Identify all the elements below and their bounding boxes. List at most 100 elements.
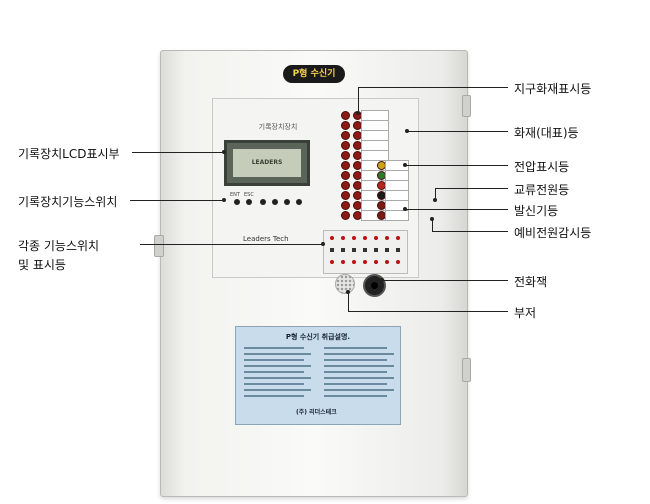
zone-fire-led (341, 131, 350, 140)
up-key[interactable] (284, 199, 290, 205)
led-row (323, 150, 411, 161)
led-row (323, 130, 411, 141)
function-switch[interactable] (341, 248, 345, 252)
bottom-hinge (462, 358, 471, 382)
leader-dot (222, 150, 226, 154)
leader-line (130, 200, 224, 201)
leader-line (358, 87, 359, 113)
leader-line (358, 87, 508, 88)
down-key[interactable] (296, 199, 302, 205)
manual-title: P형 수신기 취급설명. (285, 333, 351, 341)
esc-key[interactable] (246, 199, 252, 205)
manual-text-line (324, 347, 387, 349)
leader-dot (222, 198, 226, 202)
lcd-brand: LEADERS (233, 149, 301, 177)
leader-dot (321, 242, 325, 246)
leader-dot (403, 207, 407, 211)
leader-line (348, 311, 508, 312)
function-switch[interactable] (330, 248, 334, 252)
manual-text-line (324, 353, 394, 355)
leader-dot (405, 129, 409, 133)
leader-dot (430, 217, 434, 221)
callout-lcd: 기록장치LCD표시부 (18, 147, 120, 161)
function-led (363, 236, 367, 240)
leader-line (407, 131, 508, 132)
status-label-box (385, 210, 409, 221)
callout-voltage-led: 전압표시등 (514, 160, 570, 174)
led-row (323, 200, 411, 211)
zone-fire-led (341, 181, 350, 190)
callout-function-switch: 기록장치기능스위치 (18, 195, 118, 209)
function-led (396, 260, 400, 264)
leader-line (348, 292, 349, 311)
leader-dot (433, 198, 437, 202)
manual-text-line (244, 383, 304, 385)
ent-key[interactable] (234, 199, 240, 205)
function-switch[interactable] (363, 248, 367, 252)
manual-text-line (244, 389, 311, 391)
manual-text-line (244, 365, 311, 367)
led-row (323, 210, 411, 221)
callout-transmitter-led: 발신기등 (514, 204, 559, 218)
leader-line (140, 244, 323, 245)
recorder-title: 기록장치장치 (258, 123, 298, 131)
leader-line (405, 165, 508, 166)
buzzer-grille (335, 274, 355, 294)
left-key[interactable] (260, 199, 266, 205)
top-hinge (462, 95, 471, 117)
manual-text-line (324, 383, 387, 385)
recorder-keypad: ENT ESC (224, 192, 306, 213)
function-led (385, 236, 389, 240)
callout-switches-line2: 및 표시등 (18, 258, 66, 272)
function-led (352, 260, 356, 264)
leader-line (432, 219, 433, 231)
function-switch[interactable] (352, 248, 356, 252)
manual-text-line (324, 371, 387, 373)
callout-fire-main-led: 화재(대표)등 (514, 126, 579, 140)
led-row (323, 170, 411, 181)
function-switch-panel (323, 230, 408, 274)
function-led (396, 236, 400, 240)
manual-text-line (324, 365, 394, 367)
function-led (385, 260, 389, 264)
lcd-display: LEADERS (224, 140, 310, 186)
leader-line (432, 231, 508, 232)
led-row (323, 190, 411, 201)
leader-dot (380, 278, 384, 282)
zone-fire-led (341, 141, 350, 150)
indicator-panel (323, 110, 411, 222)
instruction-plate: P형 수신기 취급설명. (주) 리더스테크 (235, 326, 401, 425)
led-row (323, 160, 411, 171)
zone-fire-led (341, 121, 350, 130)
callout-backup-power-led: 예비전원감시등 (514, 226, 592, 240)
callout-phone-jack: 전화잭 (514, 275, 548, 289)
leader-dot (346, 290, 350, 294)
leader-line (435, 188, 436, 200)
leader-line (132, 152, 224, 153)
function-led (363, 260, 367, 264)
function-led (341, 260, 345, 264)
name-plate: P형 수신기 (283, 65, 345, 83)
function-switch[interactable] (385, 248, 389, 252)
manual-company: (주) 리더스테크 (296, 409, 337, 416)
callout-buzzer: 부저 (514, 306, 537, 320)
manual-text-line (244, 395, 304, 397)
function-switch[interactable] (374, 248, 378, 252)
callout-ac-power-led: 교류전원등 (514, 183, 570, 197)
callout-switches-line1: 각종 기능스위치 (18, 239, 100, 253)
jack-hole (371, 282, 378, 289)
zone-fire-led (341, 191, 350, 200)
function-switch[interactable] (396, 248, 400, 252)
led-row (323, 140, 411, 151)
manual-text-line (244, 377, 311, 379)
leader-dot (356, 111, 360, 115)
leader-dot (403, 163, 407, 167)
right-key[interactable] (272, 199, 278, 205)
leader-line (382, 280, 508, 281)
manual-text-line (244, 347, 304, 349)
manual-text-line (244, 359, 304, 361)
manual-text-line (244, 353, 311, 355)
function-led (330, 260, 334, 264)
function-led (374, 236, 378, 240)
manual-text-line (324, 377, 394, 379)
